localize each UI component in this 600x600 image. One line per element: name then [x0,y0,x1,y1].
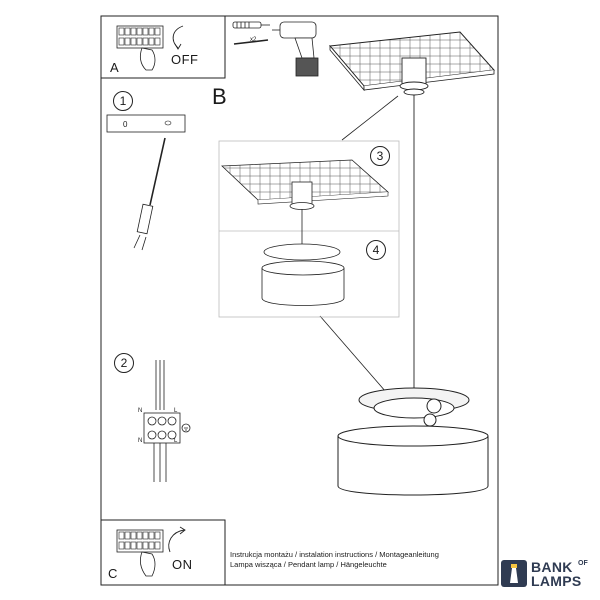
terminal-label: N [138,438,143,444]
page-frame [100,15,499,586]
terminal-label: N [138,408,143,414]
off-label: OFF [171,52,199,67]
callout-line-lamp [319,315,387,393]
terminal-label: L [174,408,178,414]
switch-on-arrow-icon [168,529,185,553]
hand-icon-c [139,551,156,577]
switch-plate [106,114,186,133]
power-drill-icon [272,21,319,77]
inset-ceiling [221,159,389,205]
wall-anchor-icon [232,21,270,45]
brand-lighthouse-icon [501,560,527,587]
step-1-badge: 1 [113,91,133,111]
caption-line-1: Instrukcja montażu / instalation instruc… [230,550,439,559]
brand-word-1: BANK [531,559,573,575]
callout-line-ceiling [341,95,399,141]
terminal-block-icon-c [116,529,164,553]
lamp-shade [337,425,489,496]
section-b-label: B [212,84,227,109]
hand-icon [139,47,156,71]
panel-c [100,519,226,586]
panel-a [100,15,226,79]
lamp-mounting-plate [358,387,470,427]
step-2-badge: 2 [114,353,134,373]
inset-lamp [261,243,345,306]
panel-c-label: C [108,566,118,581]
panel-a-label: A [110,60,119,75]
on-label: ON [172,557,193,572]
brand-small-word: OF [578,560,588,567]
terminal-label: L [174,438,178,444]
wiring-diagram [143,360,191,482]
caption-line-2: Lampa wisząca / Pendant lamp / Hängeleuc… [230,560,387,569]
brand-logo: BANK OF LAMPS [499,558,599,589]
anchor-quantity: x2 [250,37,257,43]
switch-plate-text: 0 [123,120,128,129]
terminal-block-icon [116,25,164,49]
inset-canopy [289,181,315,250]
step-3-badge: 3 [370,146,390,166]
drill-bit-icon [133,137,166,251]
brand-word-2: LAMPS [531,573,582,589]
ceiling-canopy [399,57,429,96]
step-4-badge: 4 [366,240,386,260]
inset-frame [218,140,400,318]
